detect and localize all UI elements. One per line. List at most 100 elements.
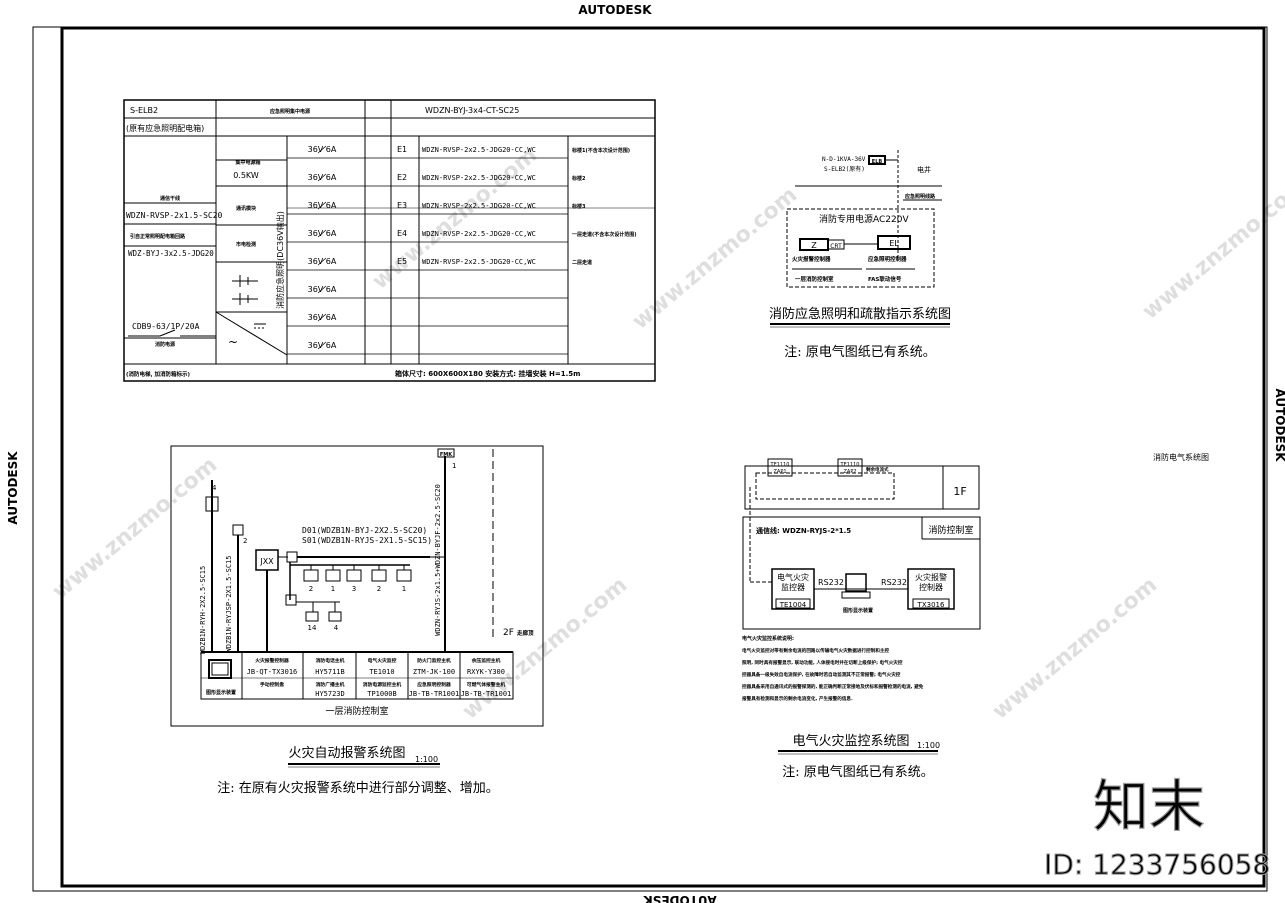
host-name: 火灾报警控制器 — [255, 657, 289, 664]
autodesk-right: AUTODESK — [1273, 388, 1285, 462]
ac-symbol: ~ — [228, 335, 238, 349]
desc-line: 照明, 同时具有报警显示, 联动功能, 人体接电时并在切断上级保护; 电气火灾控 — [742, 659, 903, 666]
row-note: 标楼3 — [571, 203, 586, 210]
el-box: EL — [889, 239, 899, 248]
row-rating: 36V 6A — [308, 201, 337, 210]
breaker-note: 消防电源 — [155, 341, 175, 348]
panel-id: S-ELB2 — [130, 106, 158, 115]
mon-floor: 1F — [953, 485, 966, 498]
host-model-2: JB-TB-TR1001 — [461, 690, 512, 698]
emergency-title: 消防应急照明和疏散指示系统图 — [769, 306, 951, 322]
fa-fmk: FMK — [440, 452, 453, 458]
dashed-title: 消防专用电源AC220V — [819, 213, 909, 225]
autodesk-left: AUTODESK — [6, 451, 20, 525]
fa-s01: S01(WDZB1N-RYJS-2X1.5-SC15) — [302, 536, 432, 545]
row-cable: WDZN-RVSP-2x2.5-JDG20-CC,WC — [422, 202, 536, 210]
mon-note: 注: 原电气图纸已有系统。 — [782, 764, 934, 780]
block-1-l1: 集中电源箱 — [234, 159, 260, 166]
block-2-l1: 通讯模块 — [236, 205, 257, 212]
desc-line: 控器具备采用自通讯式的报警探测的, 能正确判断正常接地及伏标和报警检测的电流, … — [742, 683, 924, 690]
wm-site-6: www.znzmo.com — [48, 453, 222, 605]
host-model: JB-QT-TX3016 — [247, 668, 298, 676]
wm-site-4: www.znzmo.com — [458, 573, 632, 725]
outer-frame — [32, 26, 1268, 892]
mon-rs1: RS232 — [818, 578, 844, 587]
z-box: Z — [811, 241, 817, 250]
under-el: FAS联动信号 — [868, 275, 902, 283]
host-name-2: 可燃气体报警主机 — [467, 681, 506, 688]
fa-title: 火灾自动报警系统图 — [288, 745, 405, 761]
mon-box2-l2: 控制器 — [919, 582, 943, 592]
fa-v3: WDZN-RYJS-2x1.5+WDZN-BYJF-2x2.5-SC20 — [434, 484, 442, 636]
mon-desc-title: 电气火灾监控系统说明: — [742, 635, 794, 642]
device-count: 2 — [309, 585, 313, 593]
left-label-1: 通信干线 — [160, 195, 180, 202]
device-count: 2 — [377, 585, 381, 593]
wm-id: ID: 1233756058 — [1044, 848, 1270, 881]
line-label: 应急照明线路 — [905, 193, 936, 200]
row-rating: 36V 6A — [308, 341, 337, 350]
mon-te1: TE1110 — [770, 462, 790, 468]
mon-box2-code: TX3016 — [917, 601, 945, 609]
fa-jxx: JXX — [259, 557, 274, 566]
row-note: 标楼2 — [571, 175, 586, 182]
mon-box1-l2: 监控器 — [781, 582, 805, 592]
fa-n4-a: 4 — [212, 484, 217, 492]
emergency-note: 注: 原电气图纸已有系统。 — [784, 344, 936, 360]
row-rating: 36V 6A — [308, 257, 337, 266]
mon-zap1: ZAP1 — [773, 469, 786, 475]
host-name: 余压监控主机 — [471, 657, 501, 664]
fa-v1: WDZB1N-RYH-2X2.5-SC15 — [199, 566, 207, 655]
panel-footer-right: 箱体尺寸: 600X600X180 安装方式: 挂墙安装 H=1.5m — [395, 369, 580, 378]
src-1: N-D-1KVA-36V — [822, 156, 866, 163]
mon-zap2: ZAP2 — [843, 469, 856, 475]
inner-frame — [60, 26, 1266, 888]
host-model-2: JB-TB-TR1001 — [409, 690, 460, 698]
host-model-2: TP1000B — [367, 690, 397, 698]
fa-screen: 图形显示装置 — [206, 689, 236, 696]
panel-subtitle: (原有应急照明配电箱) — [126, 123, 204, 133]
fa-room: 一层消防控制室 — [325, 705, 388, 717]
row-code: E1 — [397, 145, 407, 154]
fa-d01: D01(WDZB1N-BYJ-2X2.5-SC20) — [302, 526, 427, 535]
host-name: 电气火灾监控 — [368, 657, 397, 664]
row-note: 标楼1(不含本次设计范围) — [571, 147, 630, 154]
row-code: E2 — [397, 173, 407, 182]
device-count: 3 — [352, 585, 356, 593]
row-code: E3 — [397, 201, 407, 210]
cable-a: WDZN-RVSP-2x1.5-SC20 — [126, 211, 223, 220]
row-cable: WDZN-RVSP-2x2.5-JDG20-CC,WC — [422, 146, 536, 154]
desc-line: 报警具有检测和显示的剩余电流变化, 产生报警的信息. — [742, 695, 853, 702]
monitor-diagram: 1F TE1110 ZAP1 TE1110 ZAP2 剩余电流式 消防控制室 通… — [742, 458, 981, 780]
host-name-2: 手动控制盘 — [260, 681, 284, 688]
fa-v2: WDZB1N-RYJSP-2X1.5-SC15 — [225, 556, 233, 653]
under-z: 一层消防控制室 — [795, 275, 834, 283]
fa-dev-n2-0: 14 — [308, 624, 317, 632]
wm-site-5: www.znzmo.com — [988, 573, 1162, 725]
mon-box2-l1: 火灾报警 — [915, 572, 947, 582]
fa-n1: 1 — [452, 462, 456, 470]
panel-vertical: 消防应急照明(DC36V输出) — [275, 211, 285, 309]
host-model: RXYK-Y300 — [467, 668, 505, 676]
host-name-2: 应急照明控制器 — [417, 681, 451, 688]
host-model-2: HY5723D — [315, 690, 345, 698]
detector-icon — [303, 569, 319, 582]
block-3-l1: 市电检测 — [236, 241, 256, 248]
fa-dev-n2-1: 4 — [334, 624, 339, 632]
row-cable: WDZN-RVSP-2x2.5-JDG20-CC,WC — [422, 258, 536, 266]
fa-floor-note: 走廊顶 — [516, 629, 534, 637]
row-cable: WDZN-RVSP-2x2.5-JDG20-CC,WC — [422, 230, 536, 238]
side-note: 消防电气系统图 — [1153, 452, 1209, 462]
desc-line: 电气火灾监控对带有剩余电流的回路以传输电气火灾数据进行控制和主控 — [742, 647, 889, 654]
detector-icon — [346, 569, 362, 582]
host-model: HY5711B — [315, 668, 345, 676]
panel-footer-left: (消防电梯, 加消防箱标示) — [126, 370, 191, 378]
mon-te2: TE1110 — [840, 462, 860, 468]
panel-schedule: S-ELB2 应急照明集中电源 WDZN-BYJ-3x4-CT-SC25 (原有… — [123, 99, 656, 382]
detector-icon — [371, 569, 387, 582]
mon-rs2: RS232 — [881, 578, 907, 587]
device-count: 1 — [402, 585, 406, 593]
well-label: 电井 — [917, 165, 931, 174]
panel-incoming: WDZN-BYJ-3x4-CT-SC25 — [425, 106, 519, 115]
